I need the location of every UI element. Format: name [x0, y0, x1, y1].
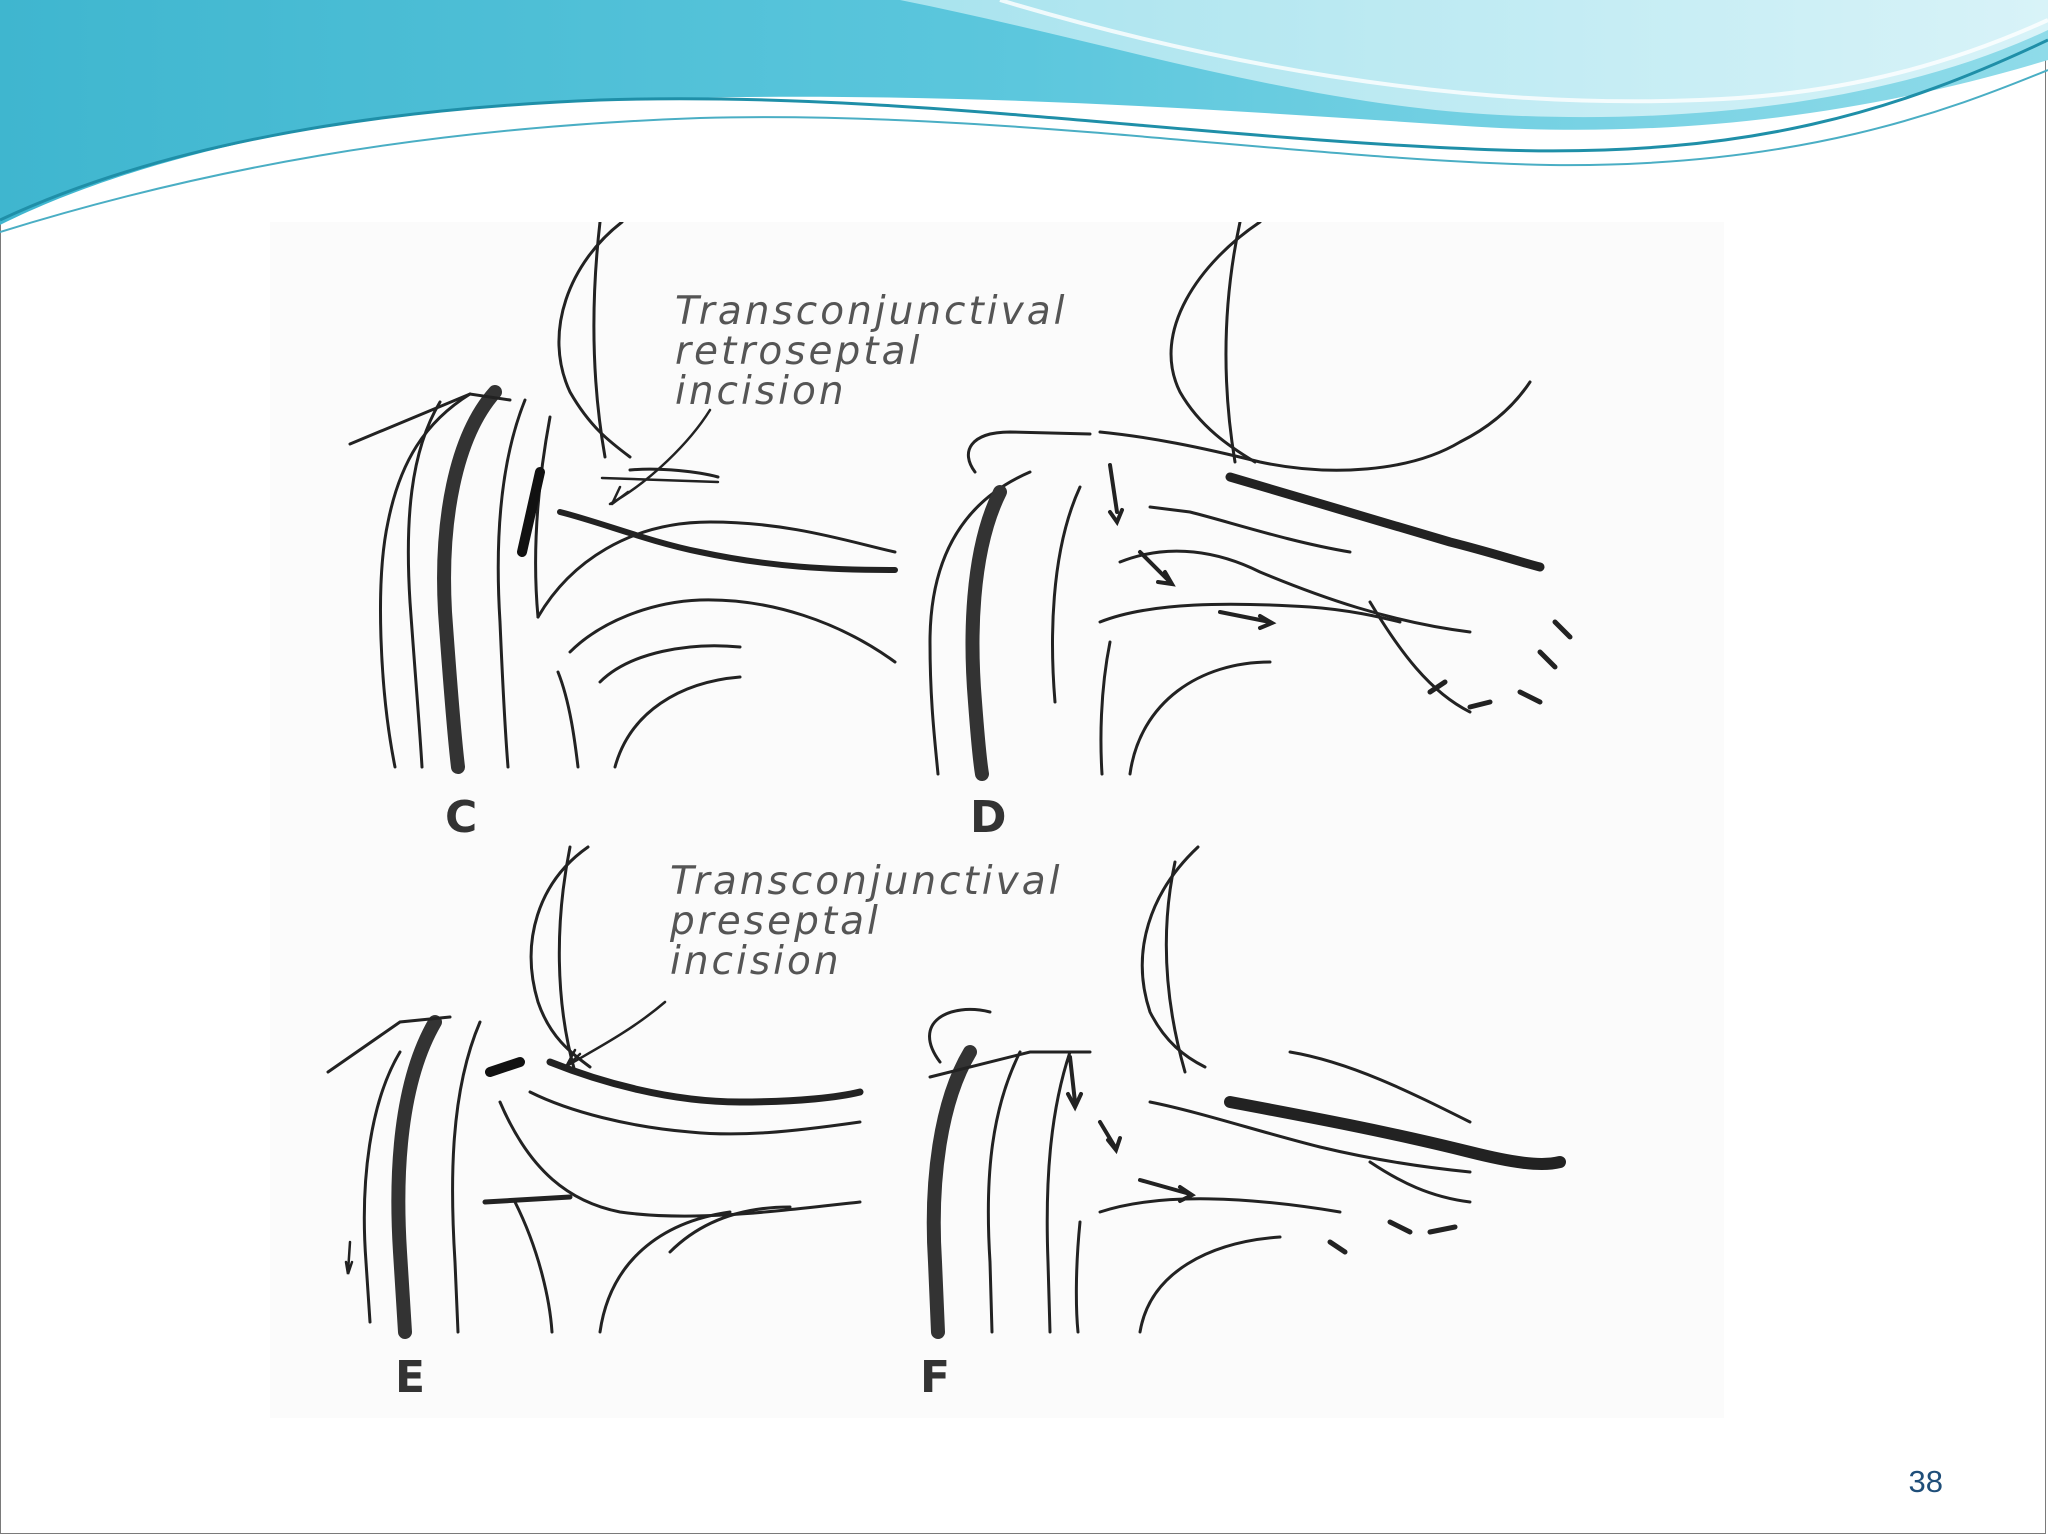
panel-f-drawing [926, 845, 1566, 1339]
anatomy-figure: Transconjunctival retroseptal incision T… [270, 222, 1724, 1418]
panel-d-label: D [970, 792, 1007, 843]
header-wave-decoration [0, 0, 2048, 233]
panel-e-caption: Transconjunctival preseptal incision [670, 859, 1063, 984]
panel-d-drawing [928, 222, 1573, 781]
eyelid-cross-section-drawings [326, 222, 1573, 1339]
slide-number: 38 [1908, 1464, 1943, 1499]
panel-c-caption: Transconjunctival retroseptal incision [675, 289, 1068, 414]
panel-f-label: F [920, 1352, 951, 1403]
panel-e-drawing [326, 845, 864, 1339]
panel-c-label: C [445, 792, 478, 843]
panel-c-drawing [348, 222, 898, 774]
panel-e-label: E [395, 1352, 426, 1403]
